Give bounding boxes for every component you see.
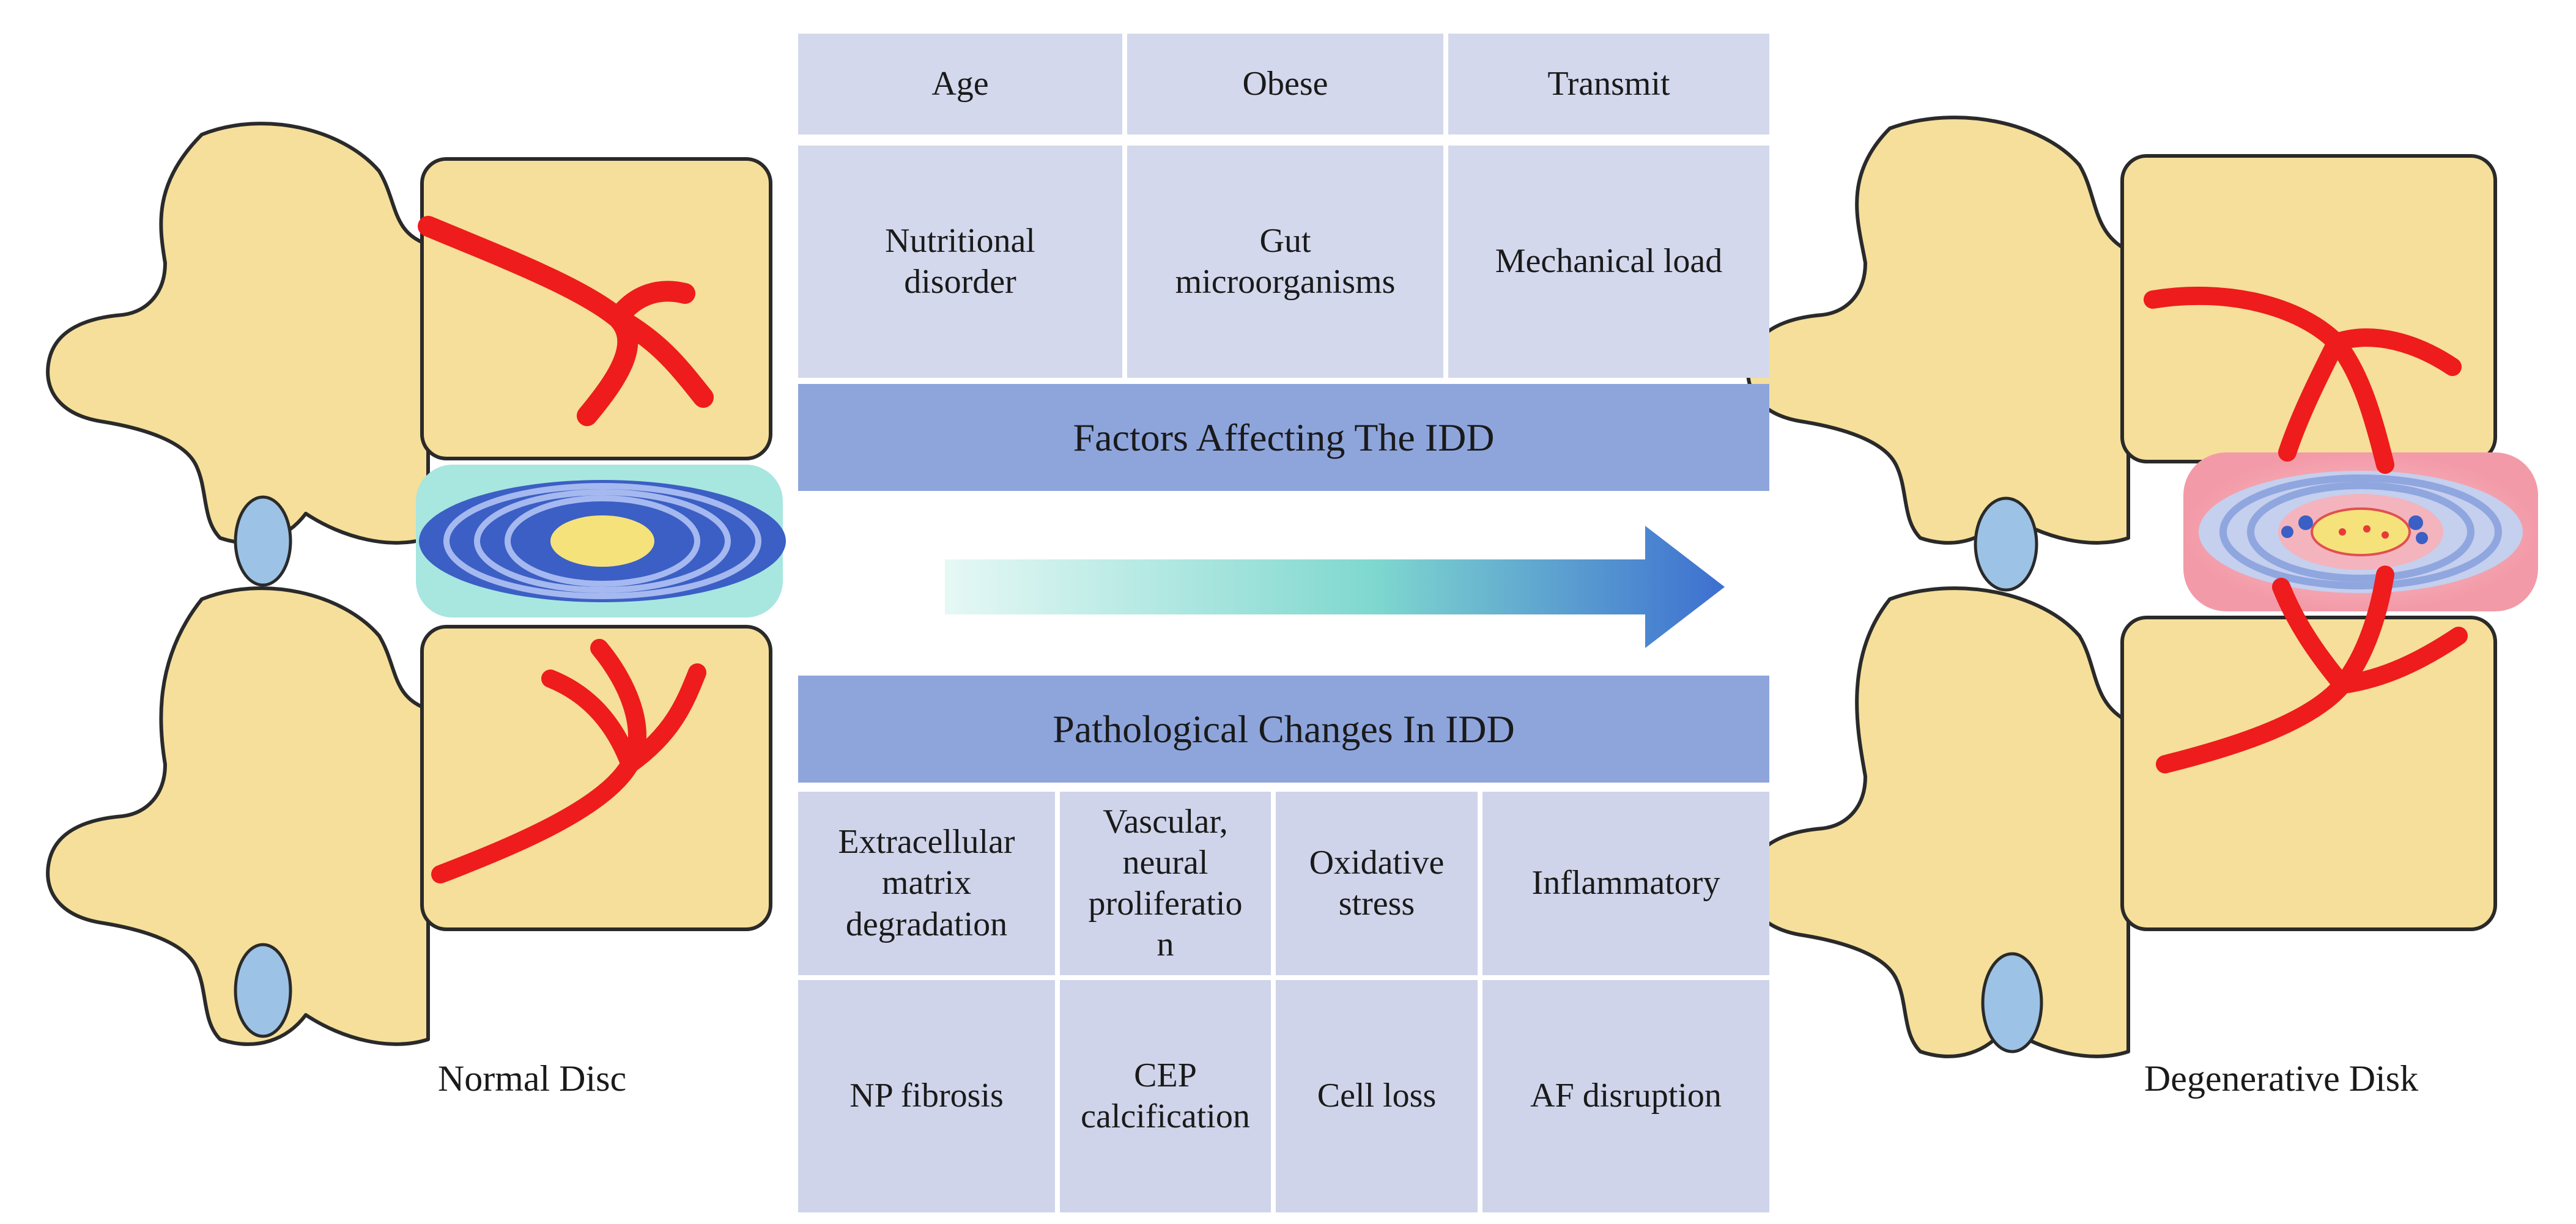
- normal-nucleus: [550, 515, 654, 567]
- pathology-cell-loss: Cell loss: [1276, 980, 1478, 1212]
- progression-arrow: [945, 526, 1725, 648]
- factor-mechanical-load: Mechanical load: [1448, 146, 1769, 378]
- normal-spine-illustration: [46, 122, 786, 1046]
- pathology-np-fibrosis: NP fibrosis: [798, 980, 1055, 1212]
- degenerative-disk-caption: Degenerative Disk: [2144, 1058, 2419, 1099]
- pathology-banner: Pathological Changes In IDD: [798, 676, 1769, 783]
- factor-gut-microorganisms: Gut microorganisms: [1127, 146, 1443, 378]
- pathology-cep-calcification: CEP calcification: [1060, 980, 1271, 1212]
- upper-degenerative-process: [1746, 116, 2130, 545]
- pathology-ecm-degradation: Extracellular matrix degradation: [798, 792, 1055, 975]
- degenerative-spine-illustration: [1746, 116, 2538, 1058]
- pathology-inflammatory: Inflammatory: [1482, 792, 1769, 975]
- degenerative-upper-vessel: [2144, 286, 2462, 474]
- lower-vertebral-body: [420, 625, 772, 931]
- lower-degenerative-process: [1746, 586, 2130, 1058]
- pathology-af-disruption: AF disruption: [1482, 980, 1769, 1212]
- factor-age: Age: [798, 34, 1122, 135]
- degenerative-nucleus: [2311, 507, 2411, 556]
- upper-vertebra-process: [46, 122, 430, 545]
- pathology-vascular-neural-proliferation: Vascular, neural proliferatio n: [1060, 792, 1271, 975]
- lower-degenerative-facet: [1981, 952, 2043, 1053]
- pathology-oxidative-stress: Oxidative stress: [1276, 792, 1478, 975]
- degenerative-lower-vessel: [2156, 566, 2468, 773]
- lower-blood-vessel: [431, 639, 706, 883]
- normal-disc-caption: Normal Disc: [437, 1058, 627, 1099]
- factor-nutritional-disorder: Nutritional disorder: [798, 146, 1122, 378]
- lower-vertebra-process: [46, 586, 430, 1046]
- upper-facet: [234, 495, 292, 587]
- upper-blood-vessel: [418, 216, 714, 426]
- lower-degenerative-body: [2120, 616, 2497, 931]
- upper-degenerative-facet: [1974, 496, 2038, 592]
- factors-banner: Factors Affecting The IDD: [798, 384, 1769, 491]
- lower-facet: [234, 943, 292, 1038]
- factor-obese: Obese: [1127, 34, 1443, 135]
- factor-transmit: Transmit: [1448, 34, 1769, 135]
